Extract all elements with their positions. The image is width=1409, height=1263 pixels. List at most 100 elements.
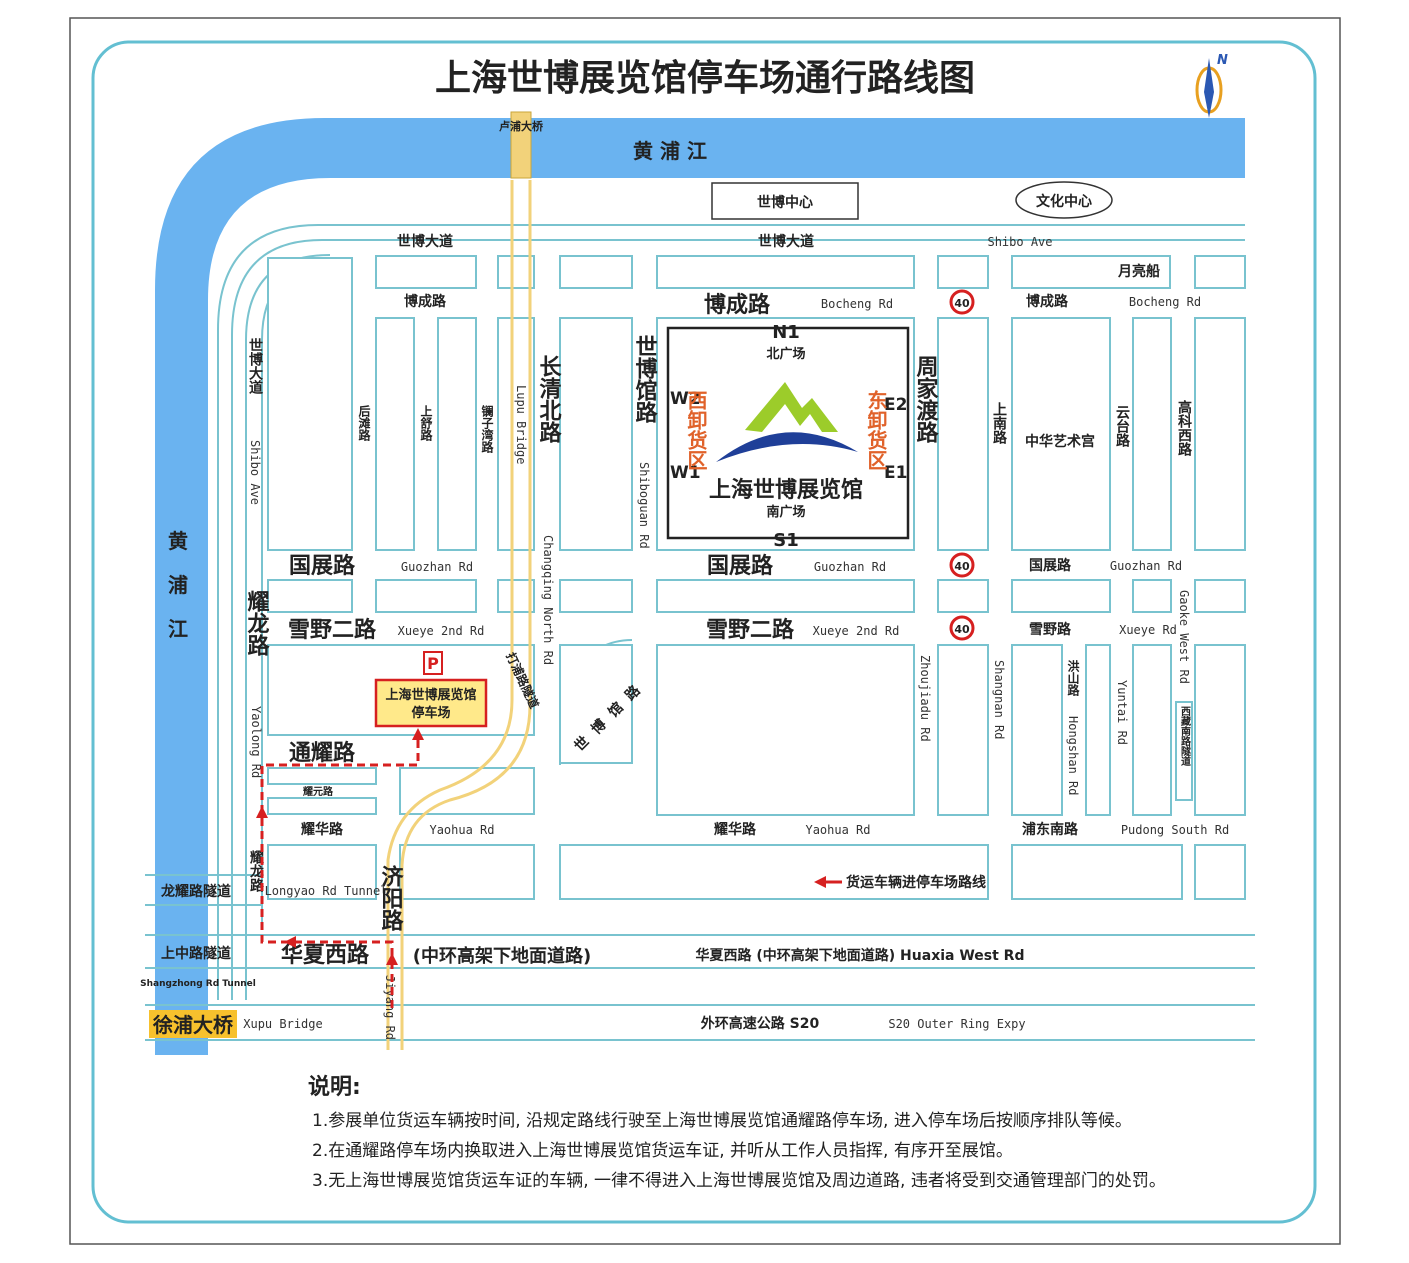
river-label-top: 黄 浦 江 — [633, 139, 707, 163]
road-label-shibo-ave-2: 世博大道 — [758, 233, 814, 250]
legend: 货运车辆进停车场路线 — [814, 874, 986, 891]
road-label-shibo-ave-vert-en: Shibo Ave — [248, 440, 262, 505]
road-label-yaohua-1: 耀华路 — [301, 821, 344, 838]
road-label-longyao-tunnel-en: Longyao Rd Tunnel — [265, 884, 388, 898]
road-label-hongshan-en: Hongshan Rd — [1066, 716, 1080, 795]
road-label-bocheng-en-2: Bocheng Rd — [1129, 295, 1201, 309]
road-label-shangshu: 上舒路 — [419, 404, 433, 442]
north-plaza-label: 北广场 — [766, 346, 805, 362]
culture-center-label: 文化中心 — [1036, 193, 1092, 210]
road-label-changqing-north: 长清北路 — [536, 355, 562, 443]
road-label-shibo-ave-1: 世博大道 — [397, 233, 453, 250]
xupu-bridge-label: 徐浦大桥 — [152, 1013, 234, 1037]
lupu-bridge-label: 卢浦大桥 — [499, 119, 544, 133]
road-label-zhoujiadu-en: Zhoujiadu Rd — [918, 655, 932, 742]
note-item-2: 2.在通耀路停车场内换取进入上海世博展览馆货运车证, 并听从工作人员指挥, 有序… — [312, 1141, 1013, 1161]
lupu-bridge — [386, 111, 532, 1050]
road-label-hongshan: 洪山路 — [1066, 659, 1080, 697]
road-label-houtan: 后滩路 — [357, 404, 371, 442]
xupu-bridge-en-label: Xupu Bridge — [243, 1017, 322, 1031]
road-label-guozhan-2: 国展路 — [707, 553, 774, 579]
parking-box — [374, 678, 488, 728]
road-label-guozhan-3: 国展路 — [1029, 557, 1072, 574]
road-label-yaoyuan: 耀元路 — [302, 785, 334, 798]
road-label-tongyao: 通耀路 — [289, 740, 356, 766]
road-label-shiboguan: 世博馆路 — [632, 335, 658, 423]
note-item-3: 3.无上海世博展览馆货运车证的车辆, 一律不得进入上海世博展览馆及周边道路, 违… — [312, 1171, 1166, 1191]
xupu-bridge-label-bg — [149, 1010, 237, 1038]
route-arrow-up-2-icon — [386, 953, 398, 965]
lupu-bridge-en-label: Lupu Bridge — [514, 385, 528, 464]
road-label-shibo-ave-en: Shibo Ave — [987, 235, 1052, 249]
road-label-huaxia-elevated: (中环高架下地面道路) — [413, 945, 591, 967]
road-label-shiboguan-en: Shiboguan Rd — [637, 462, 651, 549]
culture-center-ellipse — [1015, 181, 1113, 219]
road-label-huaxia-full: 华夏西路 (中环高架下地面道路) Huaxia West Rd — [696, 947, 1025, 964]
gate-w2: W2 — [670, 389, 701, 409]
road-label-outer-ring: 外环高速公路 S20 — [701, 1015, 820, 1032]
svg-text:40: 40 — [954, 560, 970, 573]
road-label-guozhan-en-2: Guozhan Rd — [814, 560, 886, 574]
road-label-pudong-south-en: Pudong South Rd — [1121, 823, 1229, 837]
road-label-bocheng-2: 博成路 — [704, 292, 771, 318]
parking-label-1: 上海世博展览馆 — [385, 687, 476, 703]
road-label-bocheng-3: 博成路 — [1026, 293, 1069, 310]
moon-boat-label: 月亮船 — [1117, 263, 1160, 280]
road-label-shangnan: 上南路 — [991, 402, 1007, 444]
road-label-xianzi: 镧子湾路 — [480, 404, 494, 454]
legend-arrow-icon — [814, 876, 826, 888]
speed-limit-sign-1: 40 — [949, 289, 975, 315]
gate-n1: N1 — [772, 322, 800, 343]
road-label-changqing-north-en: Changqing North Rd — [541, 535, 555, 665]
road-label-yaohua-2: 耀华路 — [714, 821, 757, 838]
parking-p-icon: P — [427, 654, 439, 673]
road-label-yaohua-en-1: Yaohua Rd — [429, 823, 494, 837]
venue-name-label: 上海世博展览馆 — [709, 477, 863, 503]
map-title: 上海世博展览馆停车场通行路线图 — [435, 58, 975, 99]
svg-text:40: 40 — [954, 297, 970, 310]
road-label-bocheng-en-1: Bocheng Rd — [821, 297, 893, 311]
road-label-yuntai-en: Yuntai Rd — [1115, 680, 1129, 745]
road-label-shangzhong-tunnel-en: Shangzhong Rd Tunnel — [140, 979, 256, 989]
road-label-gaoke-west-en: Gaoke West Rd — [1177, 590, 1191, 684]
gate-w1: W1 — [670, 463, 701, 483]
road-label-zhoujiadu: 周家渡路 — [913, 355, 939, 443]
inner-frame — [91, 40, 1317, 1224]
route-arrow-left-icon — [284, 936, 296, 948]
road-label-longyao-tunnel: 龙耀路隧道 — [160, 883, 231, 900]
gate-e2: E2 — [884, 395, 907, 415]
river-label-left-1: 黄 — [168, 529, 188, 553]
svg-text:40: 40 — [954, 623, 970, 636]
road-label-yaolong: 耀龙路 — [244, 590, 270, 656]
route-arrow-parking-icon — [412, 728, 424, 740]
road-label-gaoke-west: 高科西路 — [1176, 399, 1192, 456]
road-label-xueye2-en-2: Xueye 2nd Rd — [813, 624, 900, 638]
south-plaza-label: 南广场 — [766, 504, 805, 520]
notes-heading: 说明: — [308, 1074, 361, 1100]
east-unload-zone-label: 东卸货区 — [864, 389, 888, 470]
road-label-guozhan-en-1: Guozhan Rd — [401, 560, 473, 574]
expo-center-label: 世博中心 — [757, 194, 813, 211]
compass-north-letter: N — [1217, 53, 1228, 68]
note-item-1: 1.参展单位货运车辆按时间, 沿规定路线行驶至上海世博展览馆通耀路停车场, 进入… — [312, 1111, 1132, 1131]
road-label-xueye2-en-1: Xueye 2nd Rd — [398, 624, 485, 638]
road-label-outer-ring-en: S20 Outer Ring Expy — [888, 1017, 1025, 1031]
road-label-yaolong-en: Yaolong Rd — [249, 706, 263, 778]
road-label-guozhan-en-3: Guozhan Rd — [1110, 559, 1182, 573]
road-label-shangnan-en: Shangnan Rd — [992, 660, 1006, 739]
gate-s1: S1 — [773, 530, 799, 551]
compass-icon: N — [1195, 53, 1228, 118]
expo-hall: N1 北广场 南广场 S1 W2 W1 E2 E1 西卸货区 东卸货区 上海世博… — [666, 322, 910, 551]
road-label-jiyang-en: Jiyang Rd — [383, 975, 397, 1040]
china-art-palace-label: 中华艺术宫 — [1025, 433, 1095, 450]
expo-logo-icon — [716, 382, 858, 462]
expo-center-box — [711, 182, 859, 220]
road-label-shibo-ave-vert: 世博大道 — [247, 337, 263, 395]
road-label-shangzhong-tunnel: 上中路隧道 — [161, 945, 231, 962]
speed-limit-sign-2: 40 — [949, 552, 975, 578]
road-label-guozhan-1: 国展路 — [289, 553, 356, 579]
west-unload-zone-label: 西卸货区 — [684, 390, 708, 470]
road-label-pudong-south: 浦东南路 — [1022, 821, 1079, 838]
road-label-xueye2-2: 雪野二路 — [706, 617, 795, 643]
road-edges — [145, 224, 1255, 1041]
